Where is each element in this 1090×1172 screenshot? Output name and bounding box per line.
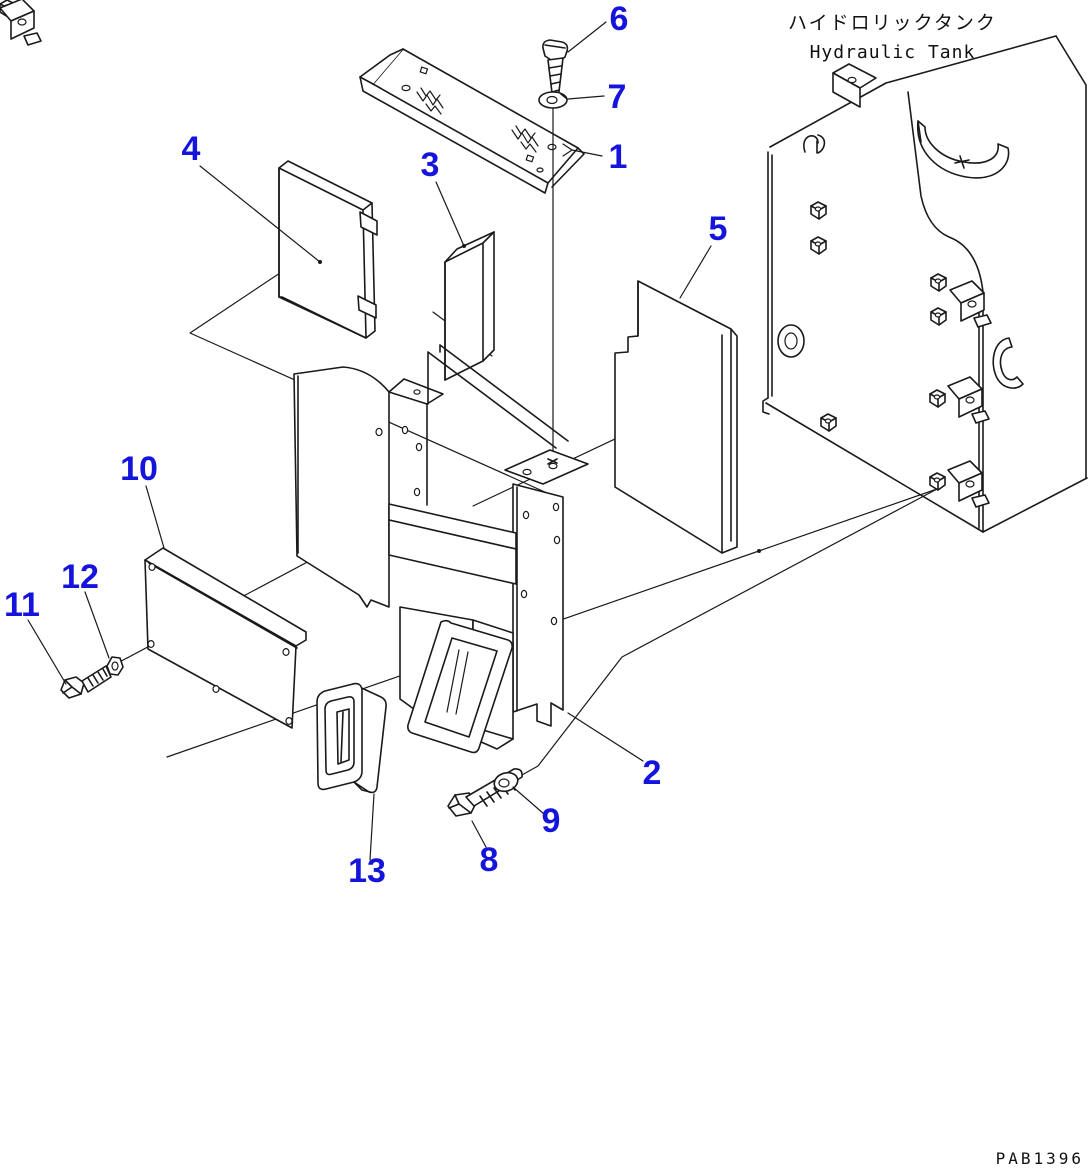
tank-round-boss (777, 324, 805, 358)
callout-6: 6 (610, 0, 629, 38)
grip-texture (511, 125, 539, 153)
callout-1: 1 (609, 138, 628, 176)
tank-hook-icon (803, 134, 826, 154)
part-1-top-plate (359, 48, 585, 194)
part-12-nut (106, 656, 124, 676)
callout-7: 7 (608, 78, 627, 116)
callout-10: 10 (120, 450, 158, 488)
tank-edge-brackets (0, 0, 992, 508)
tank-side-clip (992, 337, 1024, 389)
title-english: Hydraulic Tank (809, 42, 976, 63)
part-11-bolt (60, 665, 112, 699)
part-4-pad (278, 160, 378, 339)
title-block: ハイドロリックタンク Hydraulic Tank (788, 8, 997, 63)
part-5-pad (614, 280, 738, 554)
bracket-opening-frame (407, 619, 513, 754)
hydraulic-tank-outline (0, 0, 1088, 533)
drawing-code: PAB1396 (995, 1149, 1084, 1168)
callout-8: 8 (480, 841, 499, 879)
callout-11: 11 (4, 586, 40, 624)
tank-filler-collar (917, 120, 1010, 179)
part-10-plate (144, 547, 307, 729)
callout-2: 2 (643, 754, 662, 792)
part-3-pad (444, 231, 495, 381)
leader-lines (27, 21, 712, 861)
callout-3: 3 (421, 146, 440, 184)
callout-13: 13 (348, 852, 386, 890)
callout-5: 5 (709, 210, 728, 248)
callout-9: 9 (542, 802, 561, 840)
part-2-bracket-assembly (293, 344, 589, 754)
part-13-boot (316, 682, 387, 794)
callout-numbers: 1 2 3 4 5 6 7 8 9 10 11 12 13 (4, 0, 727, 890)
title-japanese: ハイドロリックタンク (788, 12, 997, 34)
callout-4: 4 (182, 130, 201, 168)
part-7-washer (538, 91, 568, 109)
grip-texture (416, 87, 444, 115)
callout-12: 12 (61, 558, 99, 596)
part-9-washer (493, 771, 519, 793)
tank-top-bracket (832, 63, 877, 108)
